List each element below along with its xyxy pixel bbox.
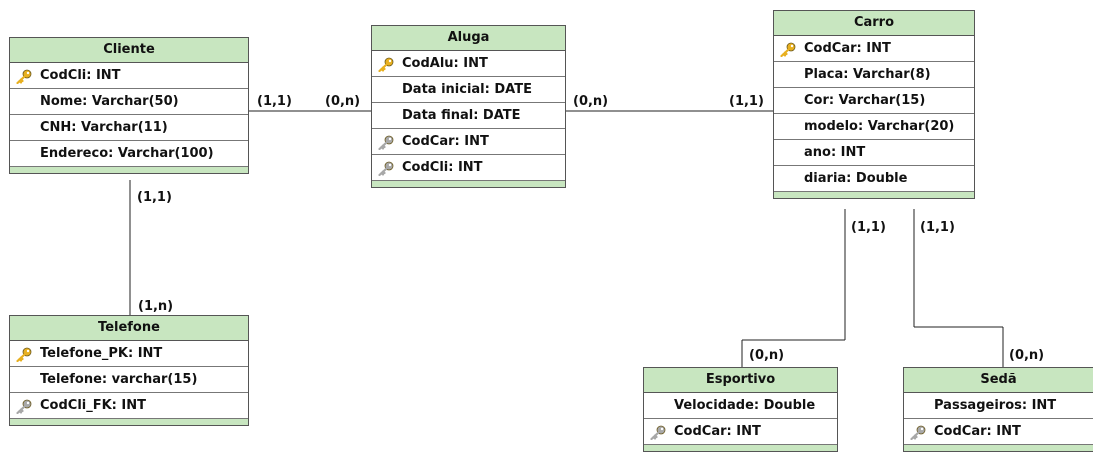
attribute-text: CodCar: INT <box>402 134 489 149</box>
attribute-text: CodAlu: INT <box>402 56 488 71</box>
attribute-row: Nome: Varchar(50) <box>10 89 248 115</box>
attribute-row: Velocidade: Double <box>644 393 837 419</box>
foreign-key-icon <box>378 134 394 151</box>
attribute-text: Telefone_PK: INT <box>40 346 163 361</box>
foreign-key-icon <box>910 424 926 441</box>
entity-title: Aluga <box>372 26 565 51</box>
attribute-row: Telefone_PK: INT <box>10 341 248 367</box>
attribute-row: CodCli: INT <box>10 63 248 89</box>
entity-title: Cliente <box>10 38 248 63</box>
attribute-row: Placa: Varchar(8) <box>774 62 974 88</box>
foreign-key-icon <box>16 398 32 415</box>
attribute-text: CodCar: INT <box>674 424 761 439</box>
entity-carro[interactable]: Carro CodCar: INT Placa: Varchar(8) Cor:… <box>773 10 975 199</box>
attribute-row: CodCar: INT <box>644 419 837 445</box>
attribute-text: CodCli: INT <box>402 160 483 175</box>
entity-title: Sedã <box>904 368 1093 393</box>
attribute-text: CodCar: INT <box>804 41 891 56</box>
entity-footer <box>904 445 1093 451</box>
attribute-text: Data inicial: DATE <box>402 82 532 97</box>
attribute-row: CodCli_FK: INT <box>10 393 248 419</box>
entity-footer <box>774 192 974 198</box>
entity-footer <box>644 445 837 451</box>
cardinality-label: (0,n) <box>749 348 785 363</box>
attribute-row: diaria: Double <box>774 166 974 192</box>
attribute-text: diaria: Double <box>804 171 908 186</box>
entity-footer <box>10 419 248 425</box>
attribute-text: Cor: Varchar(15) <box>804 93 926 108</box>
entity-aluga[interactable]: Aluga CodAlu: INT Data inicial: DATE Dat… <box>371 25 566 188</box>
entity-esportivo[interactable]: Esportivo Velocidade: Double CodCar: INT <box>643 367 838 452</box>
cardinality-label: (1,1) <box>257 94 292 109</box>
attribute-row: CodCar: INT <box>372 129 565 155</box>
cardinality-label: (0,n) <box>573 94 609 109</box>
primary-key-icon <box>780 41 796 58</box>
foreign-key-icon <box>378 160 394 177</box>
attribute-row: CodAlu: INT <box>372 51 565 77</box>
attribute-text: Telefone: varchar(15) <box>40 372 198 387</box>
cardinality-label: (1,1) <box>920 220 955 235</box>
primary-key-icon <box>378 56 394 73</box>
attribute-text: ano: INT <box>804 145 866 160</box>
entity-cliente[interactable]: Cliente CodCli: INT Nome: Varchar(50) CN… <box>9 37 249 174</box>
primary-key-icon <box>16 68 32 85</box>
cardinality-label: (0,n) <box>1009 348 1045 363</box>
attribute-row: Data inicial: DATE <box>372 77 565 103</box>
entity-title: Telefone <box>10 316 248 341</box>
attribute-row: Passageiros: INT <box>904 393 1093 419</box>
entity-title: Carro <box>774 11 974 36</box>
attribute-row: Telefone: varchar(15) <box>10 367 248 393</box>
attribute-text: CodCli: INT <box>40 68 121 83</box>
primary-key-icon <box>16 346 32 363</box>
attribute-row: CodCli: INT <box>372 155 565 181</box>
entity-footer <box>10 167 248 173</box>
attribute-text: Passageiros: INT <box>934 398 1057 413</box>
attribute-row: ano: INT <box>774 140 974 166</box>
attribute-row: Endereco: Varchar(100) <box>10 141 248 167</box>
cardinality-label: (1,1) <box>137 190 172 205</box>
attribute-text: Nome: Varchar(50) <box>40 94 179 109</box>
cardinality-label: (1,1) <box>851 220 886 235</box>
cardinality-label: (0,n) <box>325 94 361 109</box>
attribute-row: Cor: Varchar(15) <box>774 88 974 114</box>
entity-seda[interactable]: Sedã Passageiros: INT CodCar: INT <box>903 367 1093 452</box>
attribute-text: CodCar: INT <box>934 424 1021 439</box>
foreign-key-icon <box>650 424 666 441</box>
attribute-text: Velocidade: Double <box>674 398 816 413</box>
attribute-text: Placa: Varchar(8) <box>804 67 931 82</box>
attribute-row: CodCar: INT <box>904 419 1093 445</box>
attribute-text: CodCli_FK: INT <box>40 398 146 413</box>
attribute-row: modelo: Varchar(20) <box>774 114 974 140</box>
attribute-text: modelo: Varchar(20) <box>804 119 955 134</box>
attribute-text: Endereco: Varchar(100) <box>40 146 214 161</box>
entity-telefone[interactable]: Telefone Telefone_PK: INT Telefone: varc… <box>9 315 249 426</box>
cardinality-label: (1,n) <box>138 299 174 314</box>
attribute-row: Data final: DATE <box>372 103 565 129</box>
attribute-text: CNH: Varchar(11) <box>40 120 168 135</box>
entity-footer <box>372 181 565 187</box>
attribute-row: CodCar: INT <box>774 36 974 62</box>
attribute-row: CNH: Varchar(11) <box>10 115 248 141</box>
attribute-text: Data final: DATE <box>402 108 521 123</box>
cardinality-label: (1,1) <box>729 94 764 109</box>
entity-title: Esportivo <box>644 368 837 393</box>
